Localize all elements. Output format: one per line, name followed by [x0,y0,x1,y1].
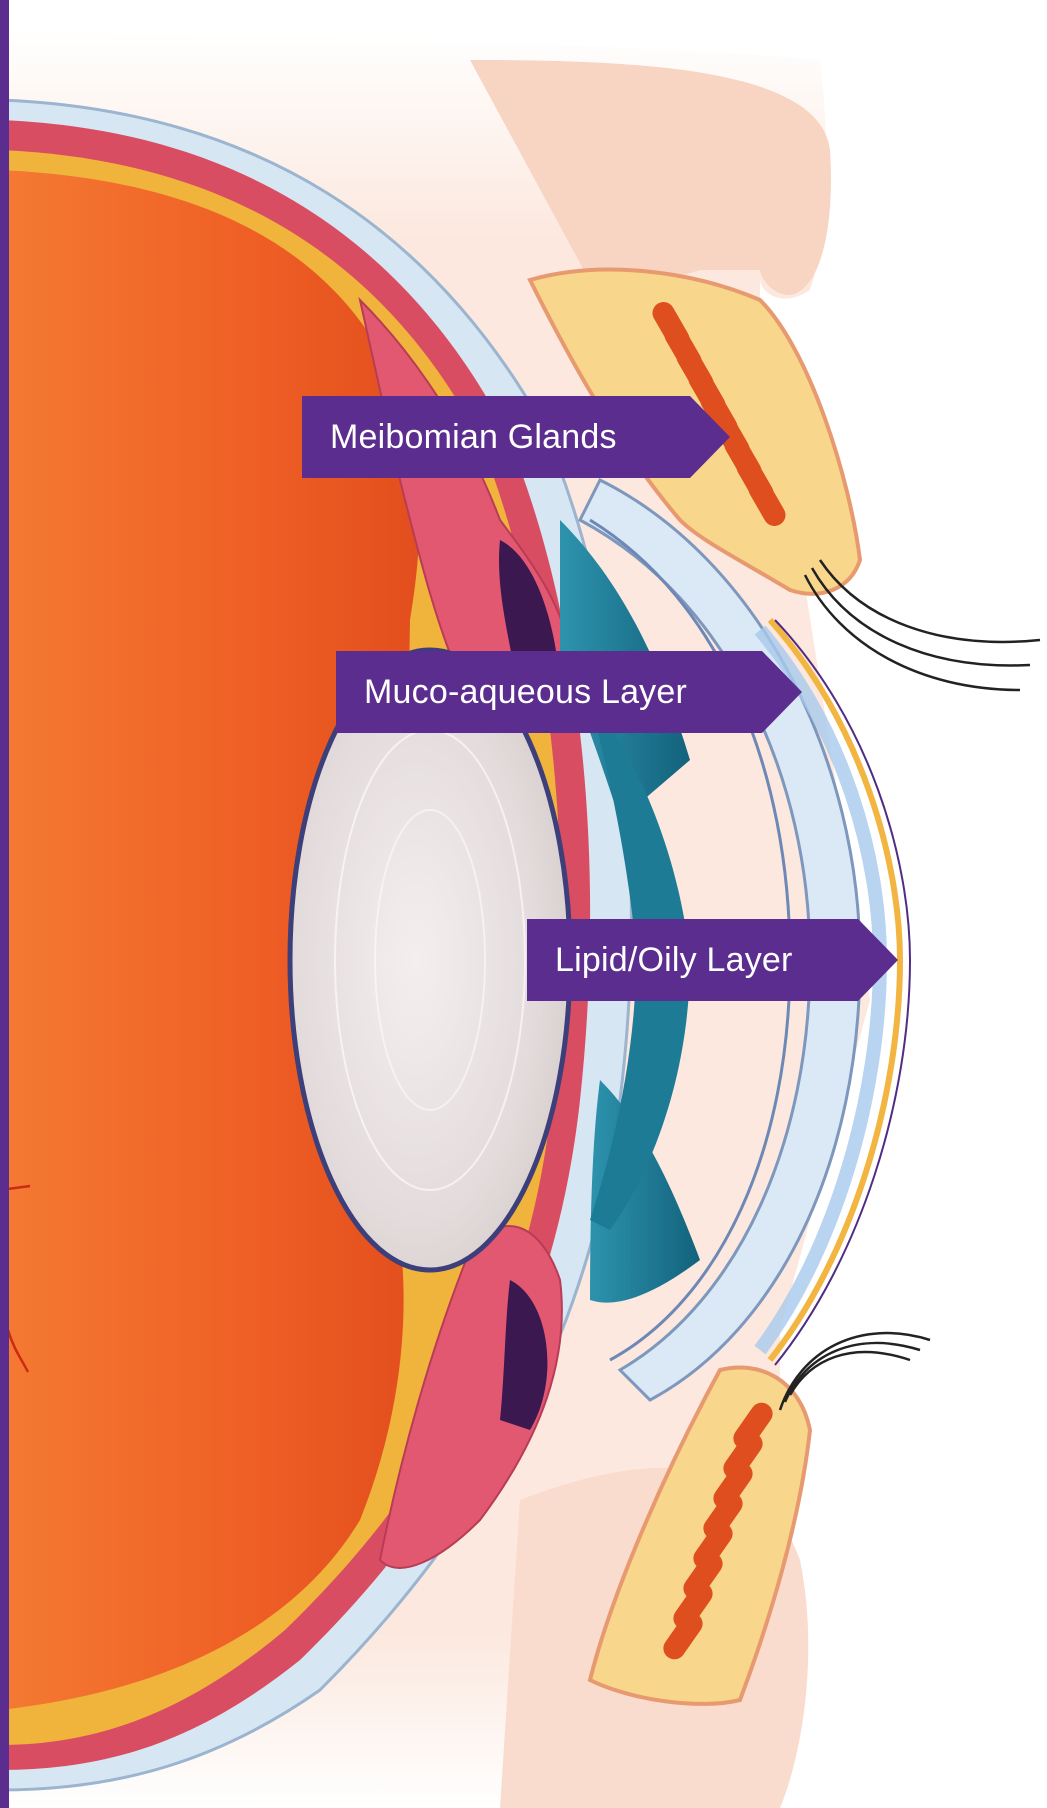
muco-aqueous-layer-text: Muco-aqueous Layer [336,651,687,733]
lipid-oily-layer-text: Lipid/Oily Layer [527,919,793,1001]
meibomian-glands-label: Meibomian Glands [302,396,730,478]
meibomian-glands-text: Meibomian Glands [302,396,617,478]
left-accent-bar [0,0,9,1808]
lipid-oily-layer-label: Lipid/Oily Layer [527,919,898,1001]
lower-eyelashes [780,1333,930,1410]
muco-aqueous-layer-label: Muco-aqueous Layer [336,651,802,733]
